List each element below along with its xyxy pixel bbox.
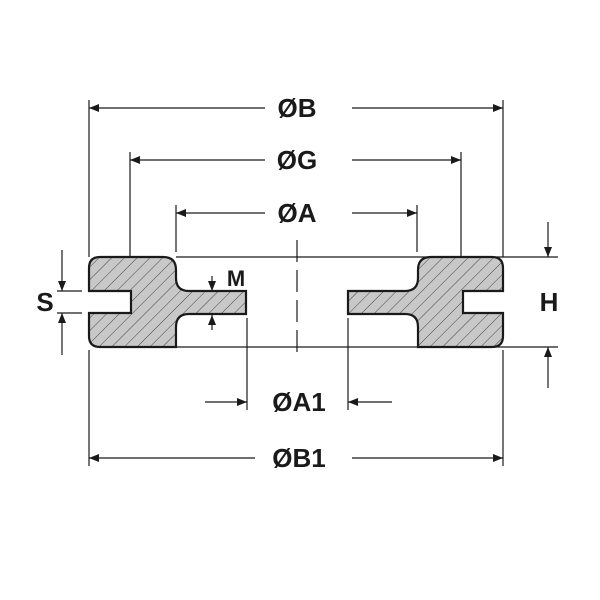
label-diameter-a: ØA <box>278 198 317 228</box>
label-diameter-g: ØG <box>277 145 317 175</box>
label-diameter-a1: ØA1 <box>272 387 325 417</box>
label-h: H <box>540 287 559 317</box>
label-m: M <box>227 266 245 291</box>
label-diameter-b: ØB <box>278 93 317 123</box>
right-section <box>346 255 505 349</box>
left-section <box>87 255 248 349</box>
label-diameter-b1: ØB1 <box>272 443 325 473</box>
label-s: S <box>36 287 53 317</box>
dimension-lines <box>58 104 552 462</box>
